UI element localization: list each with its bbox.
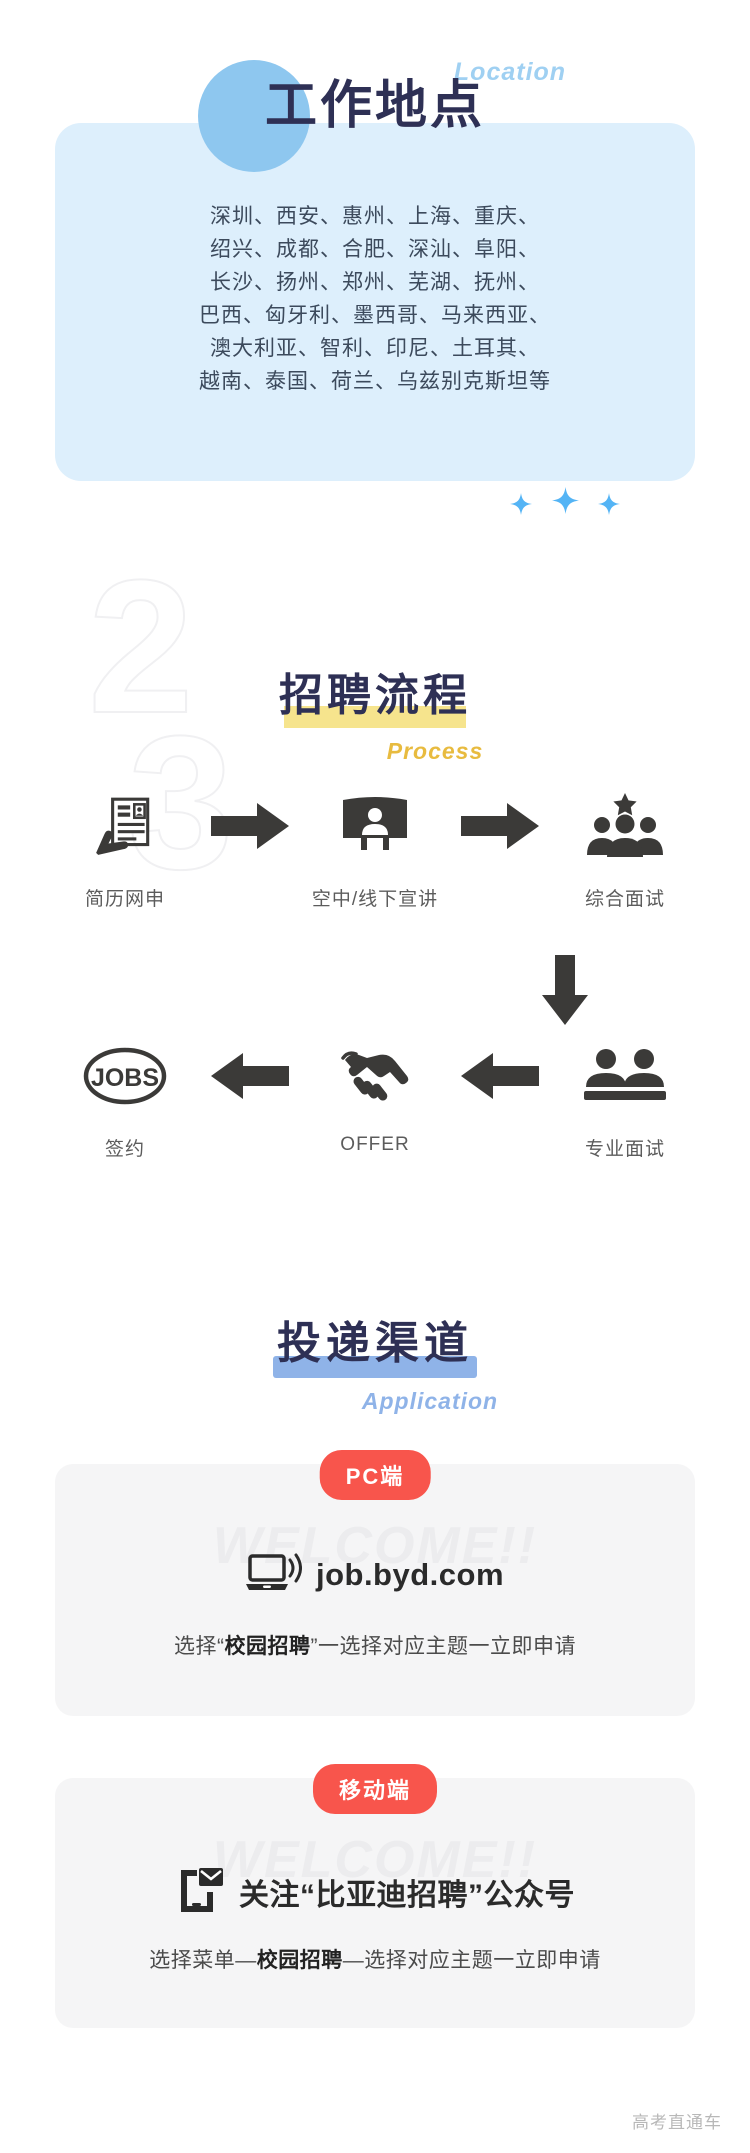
- process-subtitle-en: Process: [386, 738, 484, 764]
- two-person-interview-icon: [584, 1040, 666, 1112]
- bg-digit-3: 3: [127, 696, 235, 909]
- process-row-1: 简历网申 空中/线下宣讲: [0, 790, 750, 911]
- instruction-suffix: ”一选择对应主题一立即申请: [310, 1635, 576, 1658]
- mobile-mail-icon: [175, 1864, 225, 1919]
- sparkle-icon: [552, 487, 579, 514]
- city-line: 越南、泰国、荷兰、乌兹别克斯坦等: [199, 370, 551, 393]
- process-step-label: 综合面试: [584, 889, 665, 910]
- arrow-down-icon: [542, 955, 588, 1030]
- arrow-right-icon: [195, 790, 305, 862]
- footer-watermark: 高考直通车: [632, 2113, 722, 2132]
- decorative-circle: [198, 60, 310, 172]
- channel-main-row-mobile: 关注“比亚迪招聘”公众号: [55, 1864, 695, 1919]
- watermark-text: WELCOME!!: [212, 1517, 538, 1575]
- channel-main-row-pc: job.byd.com: [55, 1550, 695, 1599]
- process-title: 招聘流程: [279, 671, 471, 720]
- city-line: 深圳、西安、惠州、上海、重庆、: [210, 205, 540, 228]
- city-line: 澳大利亚、智利、印尼、土耳其、: [210, 337, 540, 360]
- instruction-prefix: 选择菜单—: [149, 1949, 257, 1972]
- process-step-label: 签约: [104, 1139, 145, 1160]
- location-title: 工作地点: [264, 77, 485, 135]
- background-year-number: 2 3: [87, 541, 235, 909]
- channel-instruction-mobile: 选择菜单—校园招聘—选择对应主题一立即申请: [55, 1944, 695, 1974]
- process-step-label: OFFER: [340, 1134, 410, 1155]
- city-line: 长沙、扬州、郑州、芜湖、抚州、: [210, 271, 540, 294]
- process-step-offer: OFFER: [305, 1040, 445, 1156]
- channel-card-pc: WELCOME!! job.byd.com 选择“校园招聘”一选择对应主题一立即…: [55, 1464, 695, 1716]
- instruction-prefix: 选择“: [174, 1635, 225, 1658]
- arrow-left-icon: [445, 1040, 555, 1112]
- process-step-label: 简历网申: [84, 889, 165, 910]
- channel-instruction-pc: 选择“校园招聘”一选择对应主题一立即申请: [55, 1630, 695, 1660]
- channel-account-mobile[interactable]: 关注“比亚迪招聘”公众号: [239, 1878, 575, 1912]
- resume-hand-icon: [92, 790, 158, 862]
- application-title: 投递渠道: [277, 1319, 473, 1368]
- handshake-icon: [335, 1040, 415, 1112]
- application-title-wrap: 投递渠道: [0, 1319, 750, 1368]
- instruction-bold: 校园招聘: [256, 1949, 343, 1972]
- watermark-text: WELCOME!!: [212, 1831, 538, 1889]
- location-card: [55, 123, 695, 481]
- process-step-professional-interview: 专业面试: [555, 1040, 695, 1161]
- sparkle-decoration-group: [510, 485, 640, 525]
- location-city-list: 深圳、西安、惠州、上海、重庆、 绍兴、成都、合肥、深汕、阜阳、 长沙、扬州、郑州…: [55, 200, 695, 398]
- process-step-presentation: 空中/线下宣讲: [305, 790, 445, 911]
- process-step-sign: JOBS 签约: [55, 1040, 195, 1161]
- process-title-wrap: 招聘流程: [0, 671, 750, 720]
- application-title-highlight: [273, 1356, 477, 1378]
- application-subtitle-en: Application: [361, 1388, 499, 1414]
- sparkle-icon: [510, 493, 532, 515]
- process-step-group-interview: 综合面试: [555, 790, 695, 911]
- city-line: 巴西、匈牙利、墨西哥、马来西亚、: [199, 304, 551, 327]
- city-line: 绍兴、成都、合肥、深汕、阜阳、: [210, 238, 540, 261]
- instruction-bold: 校园招聘: [224, 1635, 311, 1658]
- arrow-right-icon: [445, 790, 555, 862]
- process-step-resume: 简历网申: [55, 790, 195, 911]
- sparkle-icon: [598, 493, 620, 515]
- laptop-signal-icon: [245, 1550, 302, 1599]
- instruction-suffix: —选择对应主题一立即申请: [342, 1949, 601, 1972]
- presentation-icon: [339, 790, 411, 862]
- channel-badge-mobile: 移动端: [312, 1764, 438, 1814]
- channel-card-mobile: WELCOME!! 关注“比亚迪招聘”公众号 选择菜单—校园招聘—选择对应主题一…: [55, 1778, 695, 2028]
- svg-text:JOBS: JOBS: [91, 1064, 159, 1092]
- arrow-left-icon: [195, 1040, 305, 1112]
- process-step-label: 空中/线下宣讲: [311, 889, 439, 910]
- group-interview-icon: [586, 790, 664, 862]
- arrow-down-wrap: [0, 955, 750, 1030]
- jobs-badge-icon: JOBS: [82, 1040, 168, 1112]
- location-subtitle-en: Location: [453, 58, 567, 86]
- process-step-label: 专业面试: [584, 1139, 665, 1160]
- process-title-highlight: [284, 706, 466, 728]
- channel-badge-pc: PC端: [319, 1450, 431, 1500]
- process-row-2: JOBS 签约 OFFER: [0, 1040, 750, 1161]
- bg-digit-2: 2: [87, 541, 195, 753]
- channel-url-pc[interactable]: job.byd.com: [315, 1556, 505, 1592]
